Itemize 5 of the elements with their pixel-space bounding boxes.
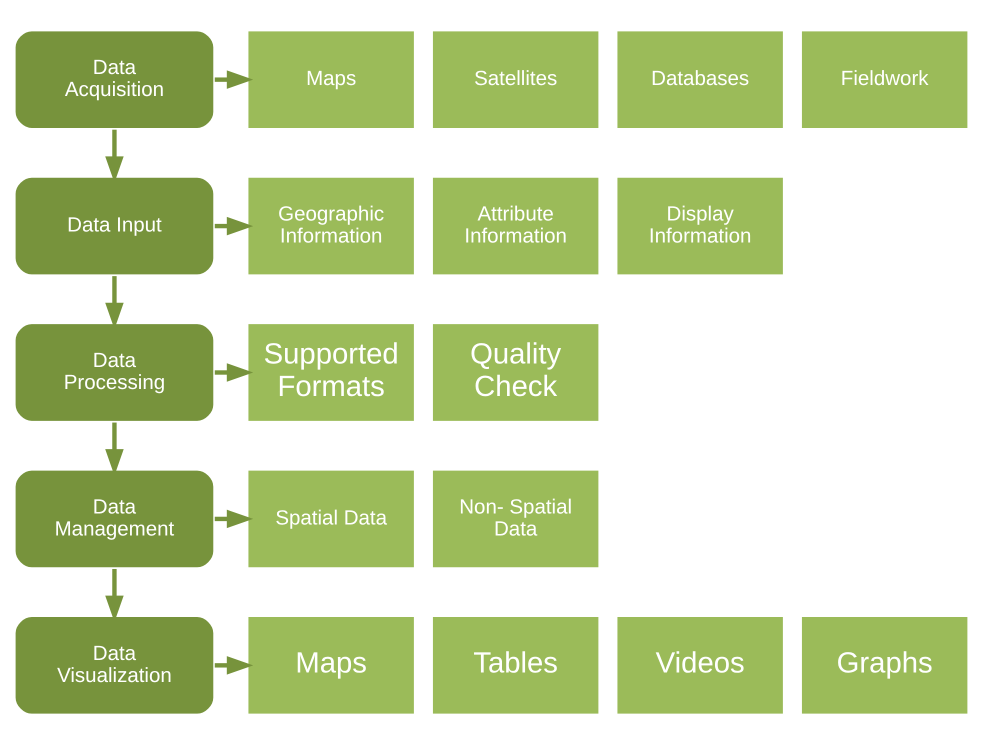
arrow (214, 656, 254, 674)
arrow (214, 509, 254, 528)
arrow (214, 70, 254, 88)
arrow (214, 216, 254, 235)
arrow (214, 362, 254, 382)
